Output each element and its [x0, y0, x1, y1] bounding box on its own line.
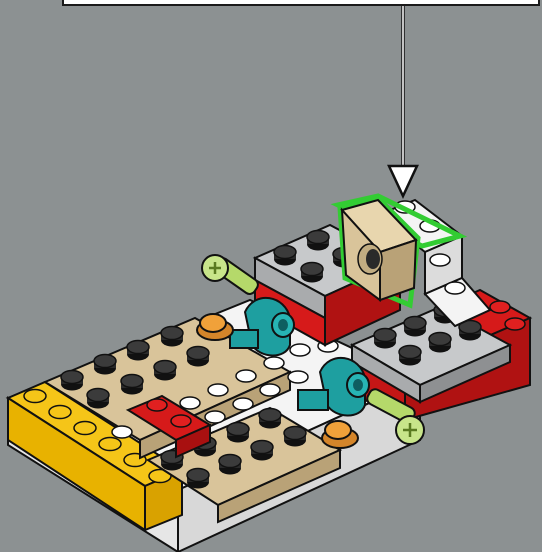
- arrow-down-icon: [389, 6, 417, 196]
- axle-connector-left: [202, 255, 260, 296]
